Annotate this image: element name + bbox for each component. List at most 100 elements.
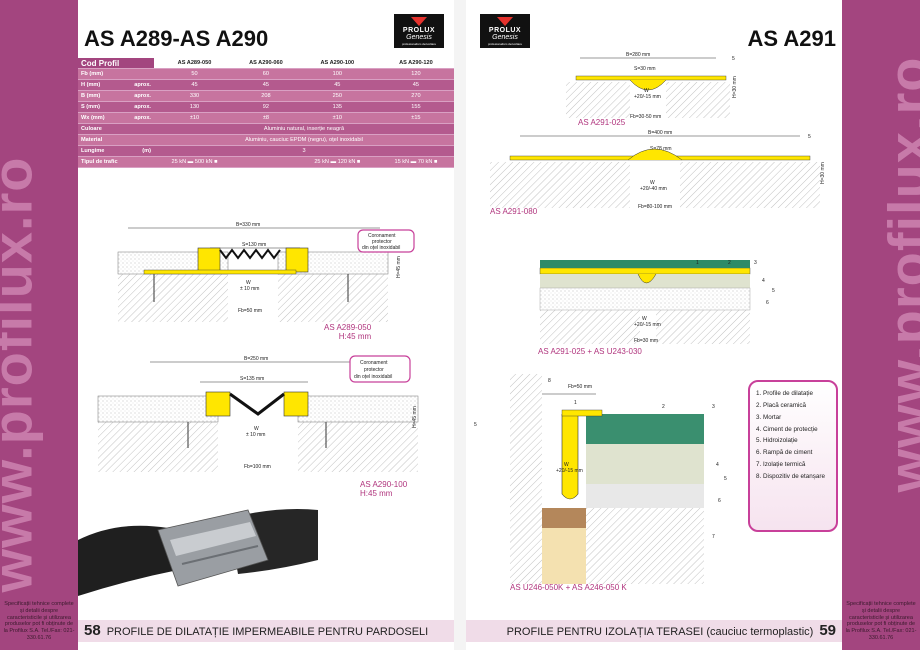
table-cell: ±8: [235, 112, 297, 124]
svg-text:S=130 mm: S=130 mm: [242, 242, 266, 248]
table-header-cell: Cod Profil: [78, 58, 154, 69]
table-cell: Aluminiu, cauciuc EPDM (negru), oțel ino…: [154, 134, 454, 146]
side-note-left: Specificații tehnice complete și detalii…: [3, 600, 75, 642]
svg-text:Coronament: Coronament: [360, 360, 388, 366]
spec-table: Cod Profil AS A289-050 AS A290-060 AS A2…: [78, 58, 454, 168]
side-url-left: www.profilux.ro: [0, 156, 44, 593]
svg-text:S=78 mm: S=78 mm: [650, 146, 672, 152]
legend-item: 5. Hidroizolație: [756, 437, 798, 445]
prolux-logo-right: PROLUX Genesis profesionalism dezvoltare: [480, 14, 530, 48]
svg-text:+20/-40 mm: +20/-40 mm: [640, 186, 667, 192]
legend-item: 3. Mortar: [756, 413, 782, 421]
svg-text:B=280 mm: B=280 mm: [626, 52, 650, 58]
section-drawing-a291-080: B=400 mm S=78 mm W +20/-40 mm Fb=80-100 …: [490, 130, 826, 210]
svg-text:W: W: [254, 426, 259, 432]
table-row: B (mm) aprox. 330 208 250 270: [78, 90, 454, 102]
svg-text:W: W: [650, 180, 655, 186]
table-cell: 250: [296, 90, 378, 102]
product-photo: [78, 509, 318, 596]
svg-text:B=330 mm: B=330 mm: [236, 222, 260, 228]
svg-text:H=45 mm: H=45 mm: [396, 256, 402, 278]
svg-text:Fb=30 mm: Fb=30 mm: [634, 338, 658, 344]
svg-text:5: 5: [732, 56, 735, 62]
svg-text:5: 5: [772, 288, 775, 294]
svg-text:4: 4: [716, 462, 719, 468]
logo-sub: Genesis: [406, 34, 432, 41]
side-url-right: www.profilux.ro: [876, 56, 920, 493]
table-cell: 130: [154, 101, 235, 113]
legend-item: 1. Profile de dilatație: [756, 390, 814, 397]
logo-mark-icon: [497, 17, 513, 26]
svg-text:3: 3: [712, 404, 715, 410]
svg-text:Fb=50 mm: Fb=50 mm: [238, 308, 262, 314]
side-note-right: Specificații tehnice complete și detalii…: [845, 600, 917, 642]
table-header-cell: AS A290-100: [296, 58, 378, 69]
row-label: Material: [78, 134, 154, 146]
table-cell: 270: [377, 90, 454, 102]
legend-item: 7. Izolație termică: [756, 461, 806, 469]
row-label: Tipul de trafic: [78, 156, 154, 168]
svg-text:Fb=100 mm: Fb=100 mm: [244, 464, 271, 470]
table-row: Material Aluminiu, cauciuc EPDM (negru),…: [78, 134, 454, 146]
prolux-logo-left: PROLUX Genesis profesionalism dezvoltare: [394, 14, 444, 48]
caption-a291-025: AS A291-025: [578, 118, 626, 127]
svg-text:din oțel inoxidabil: din oțel inoxidabil: [362, 245, 400, 251]
svg-text:din oțel inoxidabil: din oțel inoxidabil: [354, 374, 392, 380]
svg-text:W: W: [644, 88, 649, 94]
svg-text:protector: protector: [364, 367, 384, 373]
caption-u246: AS U246-050K + AS A246-050 K: [510, 583, 627, 592]
table-cell: 120: [377, 68, 454, 80]
logo-mark-icon: [411, 17, 427, 26]
row-label: Lungime (m): [78, 145, 154, 157]
svg-text:3: 3: [754, 260, 757, 266]
legend-item: 6. Rampă de ciment: [756, 449, 813, 457]
legend-item: 8. Dispozitiv de etanșare: [756, 473, 825, 481]
table-header-cell: AS A289-050: [154, 58, 235, 69]
svg-text:S=135 mm: S=135 mm: [240, 376, 264, 382]
section-drawing-a290: B=250 mm S=135 mm W ± 10 mm Fb=100 mm H=…: [97, 355, 419, 472]
svg-text:B=400 mm: B=400 mm: [648, 130, 672, 136]
svg-text:H=30 mm: H=30 mm: [732, 76, 738, 98]
svg-text:+20/-15 mm: +20/-15 mm: [634, 322, 661, 328]
svg-text:2: 2: [662, 404, 665, 410]
caption-a291-080: AS A291-080: [490, 207, 538, 216]
section-drawing-u246: Fb=50 mm W +20/-15 mm 8 1 2 3 4 5 6 7 5: [474, 374, 727, 584]
table-cell: 155: [377, 101, 454, 113]
table-cell: ±10: [296, 112, 378, 124]
left-side-band: www.profilux.ro Specificații tehnice com…: [0, 0, 78, 650]
table-header-row: Cod Profil AS A289-050 AS A290-060 AS A2…: [78, 58, 454, 69]
table-cell: ±10: [154, 112, 235, 124]
footer-right: PROFILE PENTRU IZOLAȚIA TERASEI (cauciuc…: [466, 620, 842, 642]
section-drawing-a289: B=330 mm S=130 mm W ± 10 mm Fb=50 mm H=4…: [117, 222, 415, 322]
table-row: Lungime (m) 3: [78, 145, 454, 157]
table-cell: ±15: [377, 112, 454, 124]
row-label: S (mm) aprox.: [78, 101, 154, 113]
table-row: Fb (mm) 50 60 100 120: [78, 68, 454, 80]
legend-box: 1. Profile de dilatație 2. Placă ceramic…: [748, 380, 838, 532]
svg-text:Fb=30-50 mm: Fb=30-50 mm: [630, 114, 661, 120]
table-cell: Aluminiu natural, inserție neagră: [154, 123, 454, 135]
row-label: Wx (mm) aprox.: [78, 112, 154, 124]
svg-text:6: 6: [718, 498, 721, 504]
page-gutter: [454, 0, 466, 650]
left-page: AS A289-AS A290 PROLUX Genesis profesion…: [78, 0, 454, 650]
svg-text:5: 5: [808, 134, 811, 140]
page-title-left: AS A289-AS A290: [84, 26, 269, 51]
table-header-cell: AS A290-120: [377, 58, 454, 69]
legend-list: 1. Profile de dilatație 2. Placă ceramic…: [750, 390, 836, 481]
svg-text:protector: protector: [372, 239, 392, 245]
section-drawing-a291-u243: W +20/-15 mm Fb=30 mm 1 2 3 4 5 6: [539, 260, 775, 344]
row-label: Culoare: [78, 123, 154, 135]
footer-text-right: PROFILE PENTRU IZOLAȚIA TERASEI (cauciuc…: [506, 626, 814, 638]
svg-text:B=250 mm: B=250 mm: [244, 356, 268, 362]
section-drawing-a291-025: B=280 mm S=30 mm W +20/-15 mm Fb=30-50 m…: [566, 52, 738, 120]
svg-text:4: 4: [762, 278, 765, 284]
svg-text:5: 5: [724, 476, 727, 482]
row-label: H (mm) aprox.: [78, 79, 154, 91]
table-row: S (mm) aprox. 130 92 135 155: [78, 101, 454, 113]
svg-text:6: 6: [766, 300, 769, 306]
table-cell: 60: [235, 68, 297, 80]
table-cell: 15 kN ▬ 70 kN ■: [377, 156, 454, 168]
table-cell: 100: [296, 68, 378, 80]
table-cell: 50: [154, 68, 235, 80]
